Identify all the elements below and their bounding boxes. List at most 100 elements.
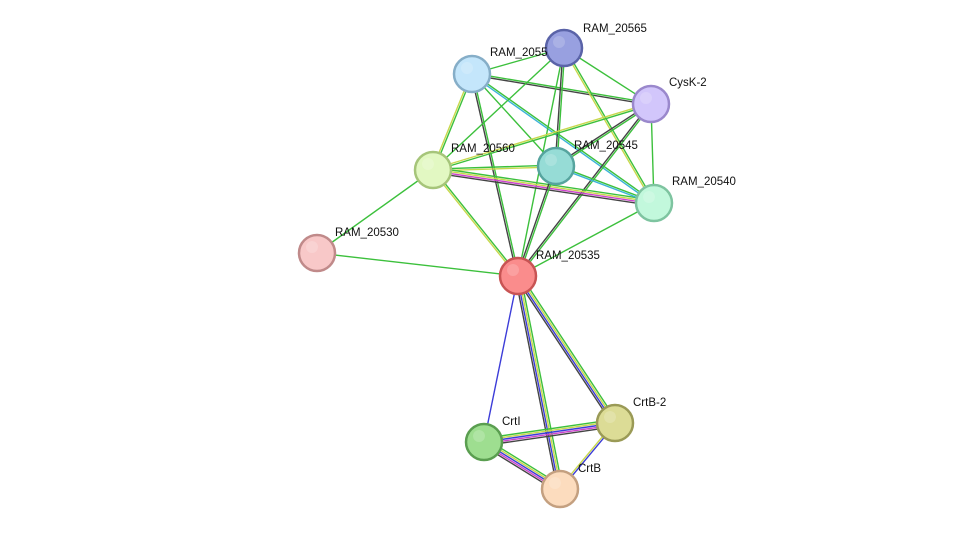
node-circle[interactable] (413, 150, 453, 190)
node-highlight (549, 477, 561, 489)
edge-line (517, 202, 655, 277)
edge-RAM_20560-RAM_20540 (432, 166, 655, 207)
edge-line (514, 276, 559, 490)
edge-RAM_20560-RAM_20530 (316, 169, 434, 254)
edge-line (472, 73, 520, 276)
edge-RAM_20565-RAM_20540 (562, 47, 656, 204)
edge-line (472, 72, 655, 203)
node-circle[interactable] (464, 422, 504, 462)
node-circle[interactable] (595, 403, 635, 443)
node-circle[interactable] (498, 256, 538, 296)
edge-line (556, 48, 566, 167)
edge-RAM_20565-RAM_20545 (554, 47, 566, 167)
edge-RAM_20565-RAM_20560 (432, 47, 565, 171)
edge-line (564, 47, 656, 203)
edge-RAM_20550-RAM_20545 (471, 73, 557, 167)
node-RAM_20560[interactable]: RAM_20560 (413, 143, 515, 190)
node-label: CysK-2 (669, 77, 707, 89)
edge-line (433, 166, 655, 202)
edge-line (432, 170, 654, 205)
node-label: RAM_20545 (574, 140, 638, 152)
edge-RAM_20530-RAM_20535 (316, 252, 519, 277)
node-CrtB-2[interactable]: CrtB-2 (595, 397, 666, 443)
node-CrtI[interactable]: CrtI (464, 416, 521, 462)
edge-line (483, 275, 519, 443)
edge-line (562, 48, 654, 204)
edge-line (471, 74, 654, 205)
edge-line (484, 425, 616, 447)
node-highlight (643, 191, 655, 203)
node-label: RAM_2055 (490, 47, 548, 59)
edge-line (470, 74, 518, 277)
edge-line (483, 418, 615, 440)
node-circle[interactable] (536, 146, 576, 186)
edge-RAM_20535-CrtB-2 (515, 274, 618, 425)
edge-line (518, 275, 617, 423)
edge-line (484, 424, 616, 445)
node-RAM_20545[interactable]: RAM_20545 (536, 140, 638, 186)
node-CrtB[interactable]: CrtB (540, 463, 601, 509)
edge-line (432, 47, 565, 171)
node-highlight (553, 36, 565, 48)
node-CysK-2[interactable]: CysK-2 (631, 77, 707, 124)
edge-RAM_20550-RAM_20535 (470, 73, 520, 277)
node-label: CrtB-2 (633, 397, 666, 409)
node-label: CrtI (502, 416, 521, 428)
edge-RAM_20535-CrtI (483, 275, 519, 443)
node-RAM_20550[interactable]: RAM_2055 (452, 47, 548, 94)
edge-line (519, 274, 618, 422)
edge-RAM_20560-RAM_20535 (431, 168, 520, 278)
node-label: RAM_20535 (536, 250, 600, 262)
edge-line (483, 420, 615, 441)
edge-RAM_20535-CrtB (514, 275, 564, 490)
edge-line (433, 168, 520, 276)
node-circle[interactable] (544, 28, 584, 68)
node-highlight (422, 158, 434, 170)
node-RAM_20565[interactable]: RAM_20565 (544, 23, 647, 68)
node-label: RAM_20530 (335, 227, 399, 239)
edge-line (515, 277, 614, 425)
node-RAM_20530[interactable]: RAM_20530 (297, 227, 399, 273)
edge-line (483, 422, 616, 443)
edge-line (471, 74, 651, 106)
edge-line (519, 275, 564, 489)
edge-line (433, 168, 655, 203)
edge-CrtI-CrtB-2 (483, 418, 616, 447)
node-highlight (604, 411, 616, 423)
node-circle[interactable] (297, 233, 337, 273)
edge-line (432, 164, 556, 170)
edge-line (516, 276, 560, 490)
node-label: RAM_20540 (672, 176, 736, 188)
node-RAM_20535[interactable]: RAM_20535 (498, 250, 600, 296)
edge-line (433, 104, 652, 172)
node-highlight (640, 92, 652, 104)
edge-CysK-2-RAM_20560 (432, 102, 652, 172)
edge-line (432, 171, 654, 207)
edge-layer (316, 47, 656, 493)
node-circle[interactable] (631, 84, 671, 124)
edge-line (518, 275, 562, 489)
node-circle[interactable] (540, 469, 580, 509)
node-circle[interactable] (634, 183, 674, 223)
node-label: RAM_20565 (583, 23, 647, 35)
edge-RAM_20545-RAM_20535 (516, 165, 558, 277)
node-label: RAM_20560 (451, 143, 515, 155)
edge-line (516, 165, 556, 276)
edge-line (316, 252, 519, 277)
node-label: CrtB (578, 463, 601, 475)
node-highlight (545, 154, 557, 166)
edge-line (316, 169, 434, 254)
edge-line (431, 170, 518, 278)
edge-RAM_20540-RAM_20535 (517, 202, 655, 277)
node-highlight (306, 241, 318, 253)
edge-line (432, 102, 651, 170)
node-highlight (473, 430, 485, 442)
node-highlight (461, 62, 473, 74)
edge-line (554, 47, 564, 166)
node-RAM_20540[interactable]: RAM_20540 (634, 176, 736, 223)
edge-line (471, 73, 557, 167)
node-highlight (507, 264, 519, 276)
node-circle[interactable] (452, 54, 492, 94)
